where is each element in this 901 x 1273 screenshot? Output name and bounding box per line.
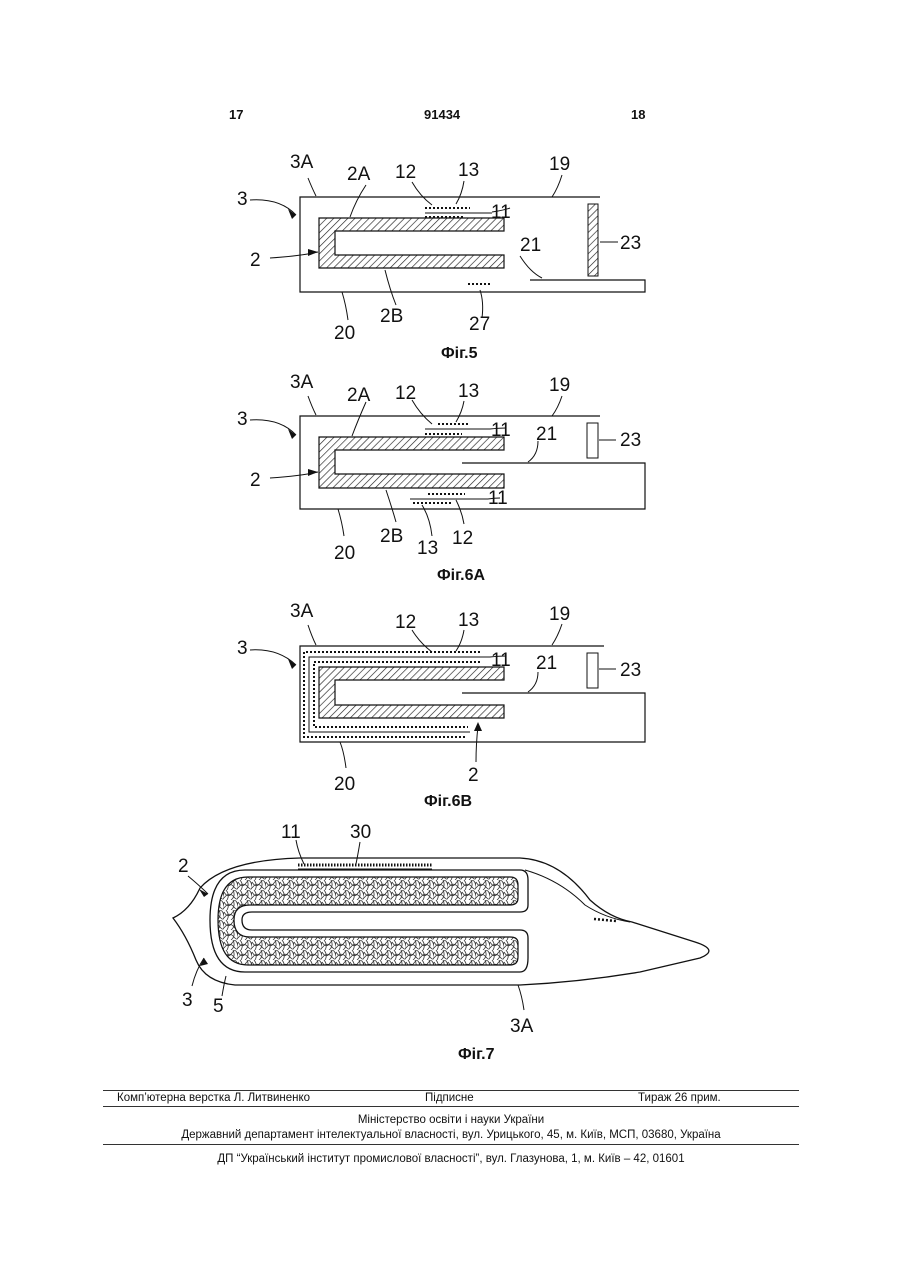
fig5-label-13: 13: [458, 160, 479, 181]
fig6a-caption: Фіг.6А: [437, 567, 486, 584]
institute-line: ДП “Український інститут промислової вла…: [103, 1153, 799, 1165]
fig5-caption: Фіг.5: [441, 345, 478, 362]
fig6b-label-11: 11: [491, 650, 511, 671]
fig6b-caption: Фіг.6В: [424, 793, 472, 810]
fig5-label-2a: 2А: [347, 164, 371, 185]
fig6a-label-3: 3: [237, 409, 248, 430]
fig6b-label-3: 3: [237, 638, 248, 659]
fig6b-label-2: 2: [468, 765, 479, 786]
fig5-label-23: 23: [620, 233, 641, 254]
fig6a-label-12b: 12: [452, 528, 473, 549]
fig5-label-3: 3: [237, 189, 248, 210]
layout-credit: Комп’ютерна верстка Л. Литвиненко: [117, 1092, 310, 1104]
fig5-label-2b: 2В: [380, 306, 403, 327]
fig6a-label-13b: 13: [417, 538, 438, 559]
signed-note: Підписне: [425, 1092, 474, 1104]
fig7-label-2: 2: [178, 856, 189, 877]
footer-rule-middle: [103, 1106, 799, 1107]
figure-6a: 3А 2А 12 13 19 3 11 21 23 2 11 20 2В 13 …: [237, 372, 645, 584]
fig5-label-19: 19: [549, 154, 570, 175]
fig6a-label-3a: 3А: [290, 372, 314, 393]
fig6b-label-13: 13: [458, 610, 479, 631]
fig7-label-3: 3: [182, 990, 193, 1011]
fig6a-label-20: 20: [334, 543, 355, 564]
department-line: Державний департамент інтелектуальної вл…: [103, 1129, 799, 1141]
fig6b-label-20: 20: [334, 774, 355, 795]
fig6a-label-13: 13: [458, 381, 479, 402]
footer-rule-top: [103, 1090, 799, 1091]
figure-5: 3А 2А 12 13 19 3 11 23 2 21 27 2В 20 Фіг…: [237, 152, 645, 362]
fig5-label-11: 11: [491, 202, 511, 223]
fig5-label-27: 27: [469, 314, 490, 335]
fig6b-label-12: 12: [395, 612, 416, 633]
fig7-label-30: 30: [350, 822, 371, 843]
fig6a-label-12: 12: [395, 383, 416, 404]
fig6a-label-19: 19: [549, 375, 570, 396]
figure-7: 11 30 2 3 5 3А Фіг.7: [173, 822, 709, 1063]
fig5-label-2: 2: [250, 250, 261, 271]
fig5-label-20: 20: [334, 323, 355, 344]
fig6a-label-2b: 2В: [380, 526, 403, 547]
fig6a-label-11: 11: [491, 420, 511, 441]
fig7-label-5: 5: [213, 996, 224, 1017]
fig7-label-11: 11: [281, 822, 301, 843]
fig5-label-12: 12: [395, 162, 416, 183]
footer-rule-bottom: [103, 1144, 799, 1145]
fig6b-label-23: 23: [620, 660, 641, 681]
fig6a-label-2: 2: [250, 470, 261, 491]
fig6b-label-19: 19: [549, 604, 570, 625]
fig6a-label-2a: 2А: [347, 385, 371, 406]
fig5-label-3a: 3А: [290, 152, 314, 173]
ministry-line: Міністерство освіти і науки України: [103, 1114, 799, 1126]
fig5-label-21: 21: [520, 235, 541, 256]
fig6b-label-21: 21: [536, 653, 557, 674]
fig7-label-3a: 3А: [510, 1016, 534, 1037]
fig6b-label-3a: 3А: [290, 601, 314, 622]
print-run: Тираж 26 прим.: [638, 1092, 721, 1104]
figure-6b: 3А 12 13 19 3 11 21 23 20 2 Фіг.6В: [237, 601, 645, 810]
fig6a-label-23: 23: [620, 430, 641, 451]
fig7-caption: Фіг.7: [458, 1046, 495, 1063]
fig6a-label-11b: 11: [488, 488, 508, 509]
fig6a-label-21: 21: [536, 424, 557, 445]
